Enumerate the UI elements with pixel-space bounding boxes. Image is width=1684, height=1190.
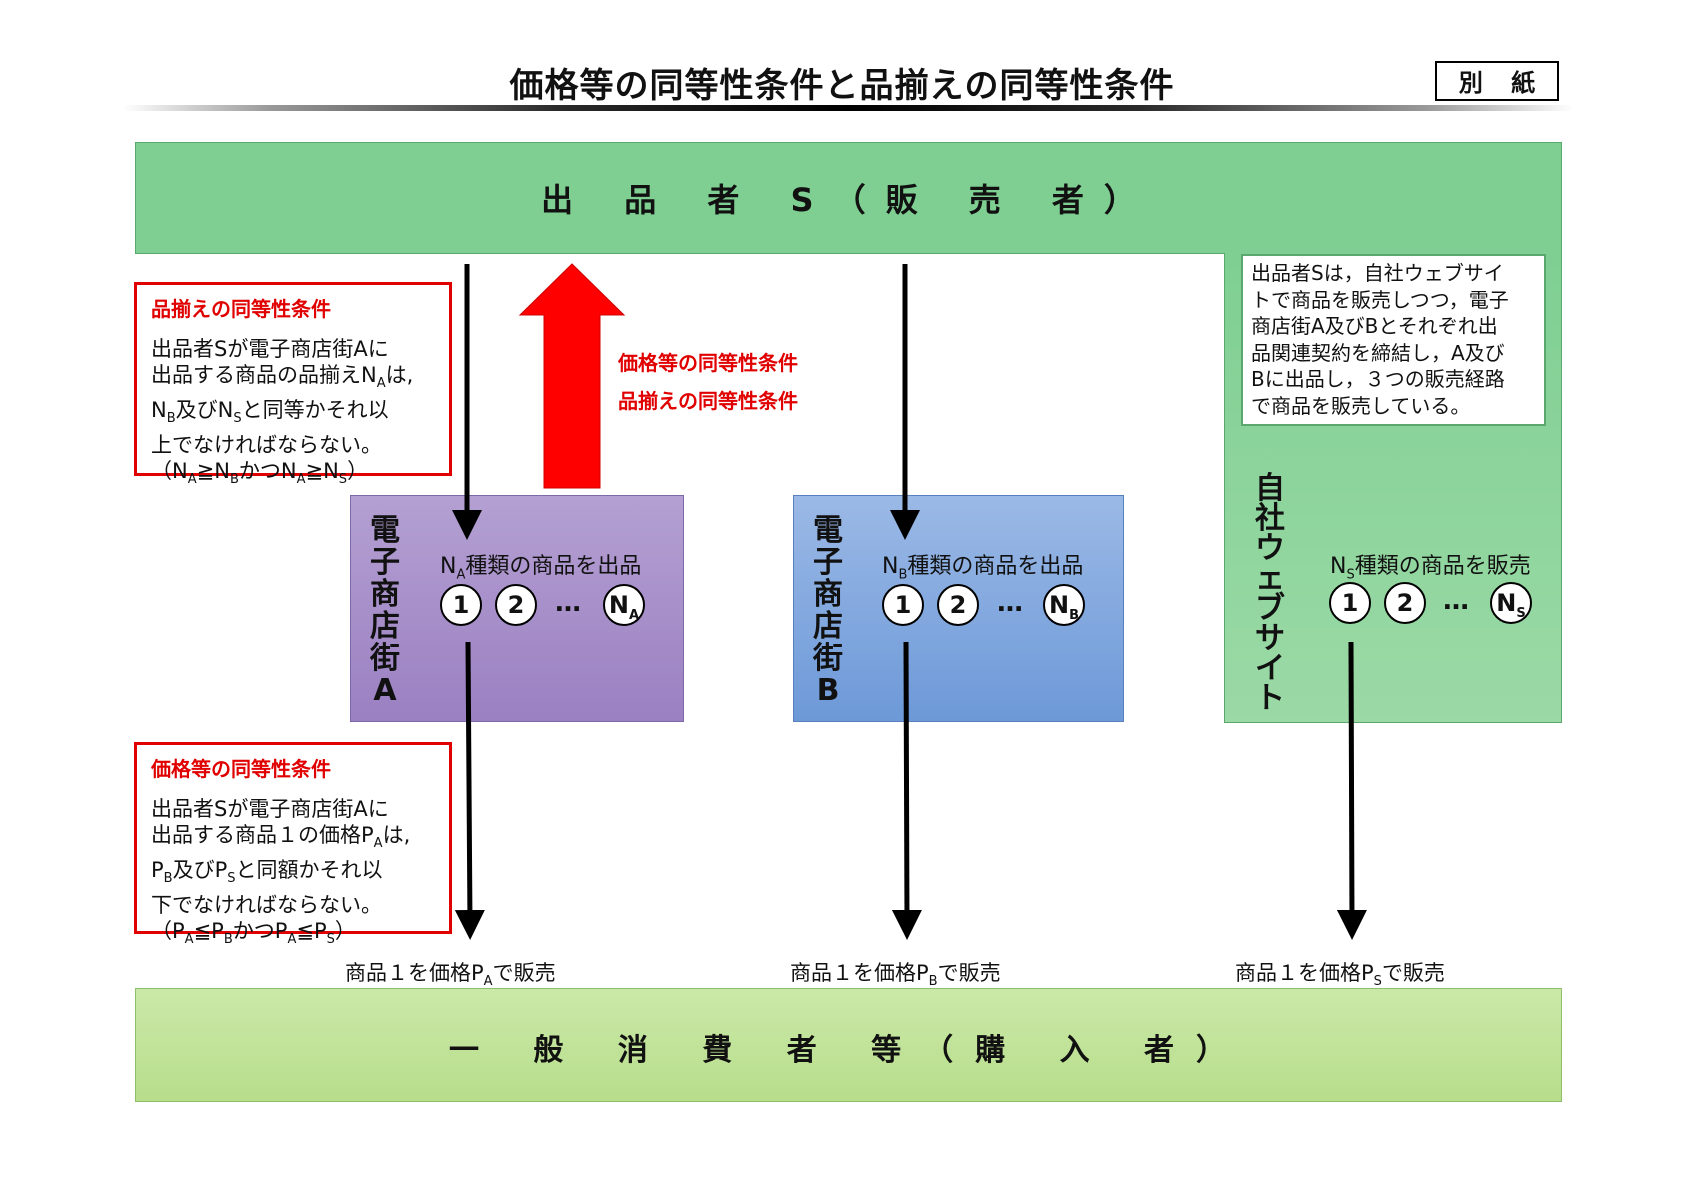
red-arrow-label: 品揃えの同等性条件 — [618, 389, 798, 413]
red-condition-arrow — [518, 263, 626, 489]
flow-arrow-mall-a-to-buyer — [454, 641, 485, 940]
own-site-offer: NS種類の商品を販売 — [1330, 554, 1531, 583]
seller-note: 出品者Sは，自社ウェブサイ トで商品を販売しつつ，電子 商店街A及びBとそれぞれ… — [1241, 254, 1546, 426]
seller-note-line: 出品者Sは，自社ウェブサイ — [1251, 261, 1504, 285]
red-arrow-label: 価格等の同等性条件 — [618, 351, 798, 375]
ellipsis: … — [555, 588, 581, 618]
seller-label: 出 品 者 S（販 売 者） — [541, 181, 1156, 219]
assortment-condition-box: 品揃えの同等性条件 出品者Sが電子商店街Aに 出品する商品の品揃えNAは, NB… — [134, 282, 452, 488]
sale-label-mall-b: 商品１を価格PBで販売 — [790, 961, 1001, 990]
assortment-condition-text: 出品者Sが電子商店街Aに 出品する商品の品揃えNAは, NB及びNSと同等かそれ… — [151, 337, 414, 488]
seller-note-line: Bに出品し，３つの販売経路 — [1251, 367, 1505, 391]
buyer-label: 一 般 消 費 者 等（購 入 者） — [448, 1033, 1249, 1068]
mall-b-offer: NB種類の商品を出品 — [882, 554, 1084, 583]
product-2-badge: 2 — [937, 584, 979, 626]
attachment-label: 別 紙 — [1435, 61, 1559, 101]
price-condition-text: 出品者Sが電子商店街Aに 出品する商品１の価格PAは, PB及びPSと同額かそれ… — [151, 797, 411, 948]
ellipsis: … — [1443, 586, 1469, 616]
ellipsis: … — [997, 588, 1023, 618]
seller-note-line: で商品を販売している。 — [1251, 393, 1471, 418]
product-2-badge: 2 — [1384, 582, 1426, 624]
flow-arrow-mall-b-to-buyer — [891, 641, 922, 940]
seller-note-line: 商店街A及びBとそれぞれ出 — [1251, 314, 1498, 338]
own-website-label: 自社ウェブサイト — [1255, 471, 1285, 716]
product-1-badge: 1 — [882, 584, 924, 626]
sale-label-mall-a: 商品１を価格PAで販売 — [345, 961, 556, 990]
seller-band — [135, 142, 1562, 254]
product-n-badge: NB — [1043, 584, 1085, 626]
product-n-badge: NS — [1490, 582, 1532, 624]
product-n-badge: NA — [603, 584, 645, 626]
seller-note-line: 品関連契約を締結し，A及び — [1251, 340, 1505, 365]
sale-label-own-site: 商品１を価格PSで販売 — [1235, 961, 1445, 990]
price-condition-heading: 価格等の同等性条件 — [151, 757, 331, 781]
page-title: 価格等の同等性条件と品揃えの同等性条件 — [509, 66, 1175, 106]
seller-note-line: トで商品を販売しつつ，電子 — [1251, 287, 1509, 312]
product-1-badge: 1 — [440, 584, 482, 626]
flow-arrow-own-site-to-buyer — [1336, 641, 1367, 940]
product-2-badge: 2 — [495, 584, 537, 626]
product-1-badge: 1 — [1329, 582, 1371, 624]
buyer-band — [135, 988, 1562, 1102]
title-underline — [123, 105, 1573, 111]
mall-a-offer: NA種類の商品を出品 — [440, 554, 642, 583]
assortment-condition-heading: 品揃えの同等性条件 — [151, 297, 331, 321]
price-condition-box: 価格等の同等性条件 出品者Sが電子商店街Aに 出品する商品１の価格PAは, PB… — [134, 742, 452, 948]
